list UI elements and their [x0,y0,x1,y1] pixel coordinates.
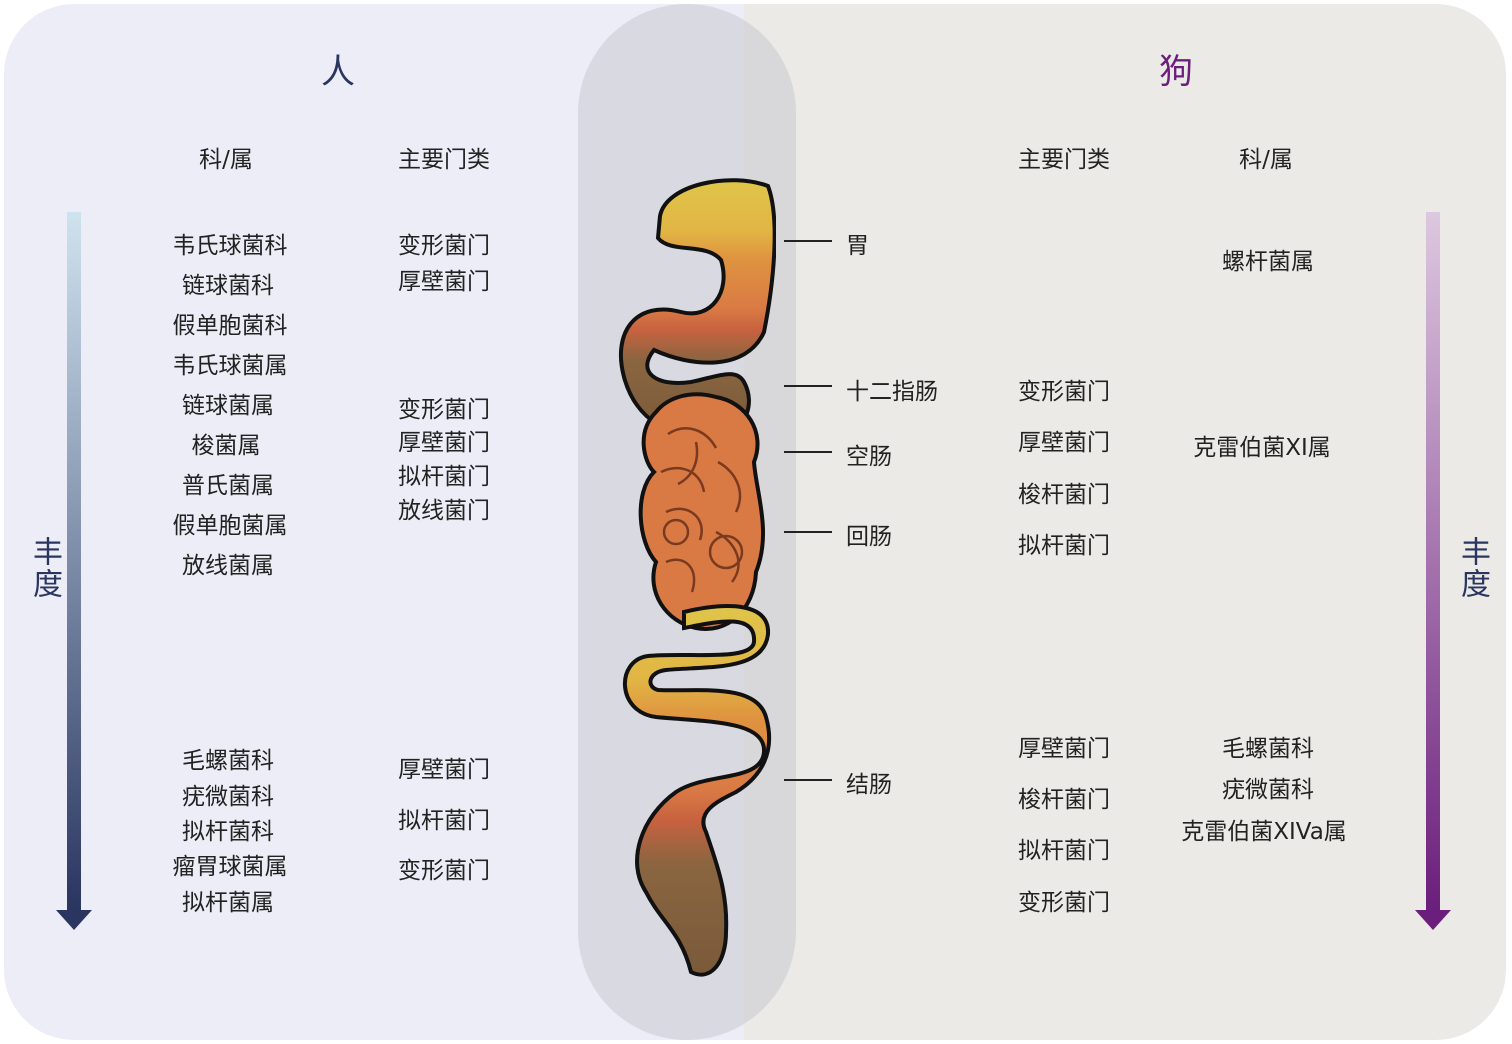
human-upper-family: 韦氏球菌科 [172,233,288,259]
human-upper-family: 韦氏球菌属 [172,353,288,379]
dog-abundance-label: 丰度 [1455,536,1490,600]
human-phylum-header: 主要门类 [398,147,490,173]
human-upper-family: 普氏菌属 [182,473,274,499]
stomach-shape [618,178,776,440]
human-lower-family: 疣微菌科 [182,784,274,810]
human-lower-family: 瘤胃球菌属 [172,854,288,880]
colon-shape [623,604,772,977]
dog-colon-phylum: 变形菌门 [1018,890,1110,916]
human-upper-family: 假单胞菌科 [172,313,288,339]
dog-intestine-genus: 克雷伯菌XI属 [1193,435,1331,461]
dog-stomach-genus: 螺杆菌属 [1222,249,1314,275]
human-lower-phylum: 厚壁菌门 [398,757,490,783]
dog-phylum-header: 主要门类 [1018,147,1110,173]
dog-colon-family: 毛螺菌科 [1222,736,1314,762]
organ-label-stomach: 胃 [846,233,869,259]
organ-label-duodenum: 十二指肠 [846,379,938,405]
dog-colon-phylum: 拟杆菌门 [1018,838,1110,864]
human-upper-family: 链球菌属 [182,393,274,419]
human-upper-family: 放线菌属 [182,553,274,579]
organ-label-colon: 结肠 [846,772,892,798]
human-intestine-phylum: 厚壁菌门 [398,430,490,456]
dog-title: 狗 [1159,52,1193,92]
human-lower-phylum: 拟杆菌门 [398,808,490,834]
human-family-header: 科/属 [199,147,253,173]
dog-intestine-phylum: 变形菌门 [1018,379,1110,405]
human-title: 人 [321,52,355,92]
human-abundance-label: 丰度 [27,536,62,600]
stomach-leader-line [784,240,832,242]
organ-label-ileum: 回肠 [846,524,892,550]
dog-intestine-phylum: 厚壁菌门 [1018,430,1110,456]
human-lower-family: 拟杆菌属 [182,890,274,916]
human-intestine-phylum: 拟杆菌门 [398,464,490,490]
human-lower-phylum: 变形菌门 [398,858,490,884]
dog-intestine-phylum: 拟杆菌门 [1018,533,1110,559]
organ-label-jejunum: 空肠 [846,444,892,470]
human-lower-family: 毛螺菌科 [182,748,274,774]
duodenum-leader-line [784,385,832,387]
dog-intestine-phylum: 梭杆菌门 [1018,482,1110,508]
digestive-tract-illustration [618,178,776,977]
human-stomach-phylum: 厚壁菌门 [398,269,490,295]
human-abundance-arrow [56,212,92,930]
colon-leader-line [784,779,832,781]
human-upper-family: 梭菌属 [191,433,261,459]
dog-colon-phylum: 梭杆菌门 [1018,787,1110,813]
dog-colon-family: 疣微菌科 [1222,777,1314,803]
jejunum-leader-line [784,451,832,453]
dog-colon-family: 克雷伯菌XIVa属 [1181,819,1347,845]
human-upper-family: 链球菌科 [182,273,274,299]
human-lower-family: 拟杆菌科 [182,819,274,845]
human-upper-family: 假单胞菌属 [172,513,288,539]
dog-colon-phylum: 厚壁菌门 [1018,736,1110,762]
dog-panel [744,4,1506,1040]
human-intestine-phylum: 放线菌门 [398,498,490,524]
human-stomach-phylum: 变形菌门 [398,233,490,259]
dog-family-header: 科/属 [1239,147,1293,173]
small-intestine-shape [638,392,765,631]
human-intestine-phylum: 变形菌门 [398,397,490,423]
dog-abundance-arrow [1415,212,1451,930]
ileum-leader-line [784,531,832,533]
